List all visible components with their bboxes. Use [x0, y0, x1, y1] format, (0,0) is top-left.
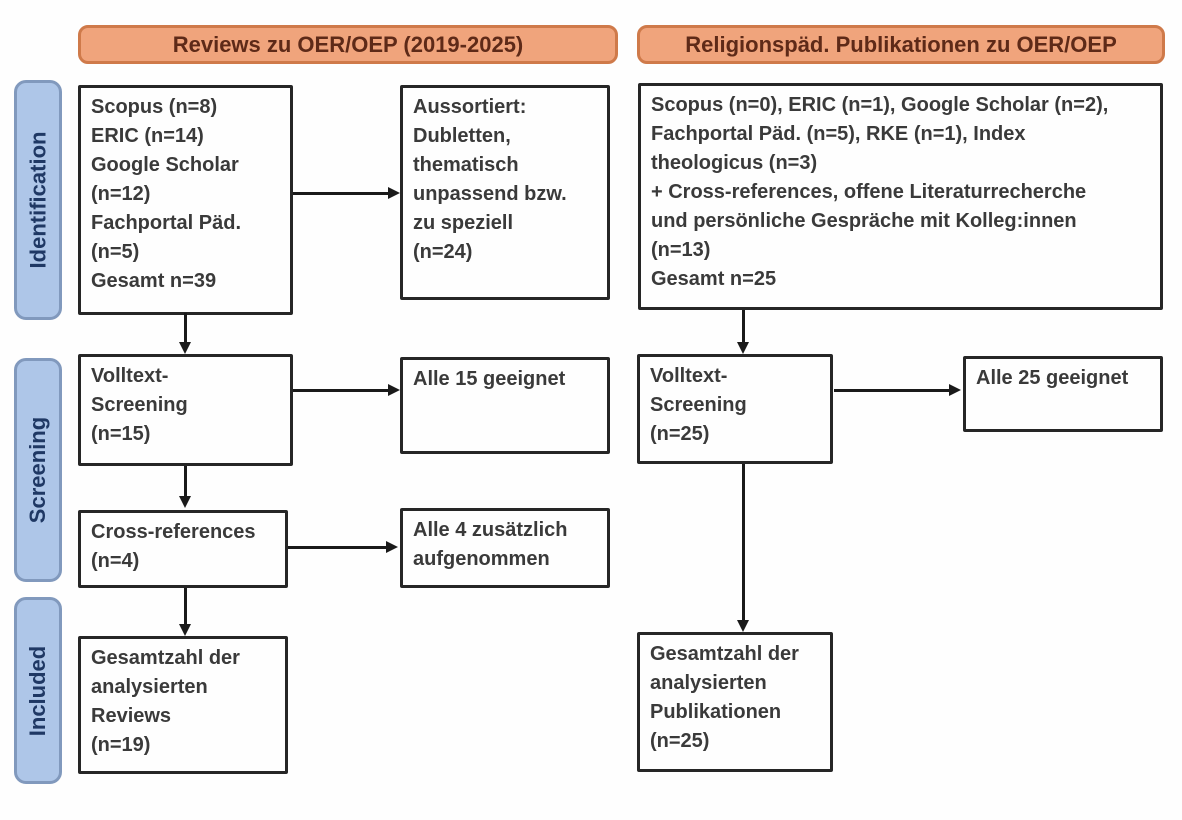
stage-label-screening-text: Screening: [25, 416, 50, 524]
column-header-reviews: Reviews zu OER/OEP (2019-2025): [78, 25, 618, 64]
stage-label-screening: Screening: [14, 358, 62, 582]
arrow-right-fulltext-to-included: [737, 464, 749, 632]
box-right-fulltext-screening: Volltext- Screening (n=25): [637, 354, 833, 464]
arrow-left-fulltext-to-crossref: [179, 466, 191, 508]
box-left-excluded-records: Aussortiert: Dubletten, thematisch unpas…: [400, 85, 610, 300]
arrow-right-sources-to-fulltext: [737, 310, 749, 354]
box-left-crossref-added: Alle 4 zusätzlich aufgenommen: [400, 508, 610, 588]
column-header-religionspaed: Religionspäd. Publikationen zu OER/OEP: [637, 25, 1165, 64]
box-left-total-included-reviews: Gesamtzahl der analysierten Reviews (n=1…: [78, 636, 288, 774]
box-right-total-included-publications: Gesamtzahl der analysierten Publikatione…: [637, 632, 833, 772]
stage-label-included: Included: [14, 597, 62, 784]
box-right-all-eligible: Alle 25 geeignet: [963, 356, 1163, 432]
box-left-cross-references: Cross-references (n=4): [78, 510, 288, 588]
arrow-left-crossref-to-added: [288, 541, 398, 553]
arrow-right-fulltext-to-eligible: [834, 384, 961, 396]
arrow-left-sources-to-fulltext: [179, 313, 191, 354]
stage-label-included-text: Included: [25, 645, 51, 736]
box-left-fulltext-screening: Volltext- Screening (n=15): [78, 354, 293, 466]
arrow-left-sources-to-excluded: [293, 187, 400, 199]
arrow-left-crossref-to-included: [179, 588, 191, 636]
box-right-identification-sources: Scopus (n=0), ERIC (n=1), Google Scholar…: [638, 83, 1163, 310]
stage-label-identification-text: Identification: [25, 131, 51, 269]
box-left-identification-sources: Scopus (n=8) ERIC (n=14) Google Scholar …: [78, 85, 293, 315]
box-left-all-eligible: Alle 15 geeignet: [400, 357, 610, 454]
stage-label-identification: Identification: [14, 80, 62, 320]
arrow-left-fulltext-to-eligible: [293, 384, 400, 396]
